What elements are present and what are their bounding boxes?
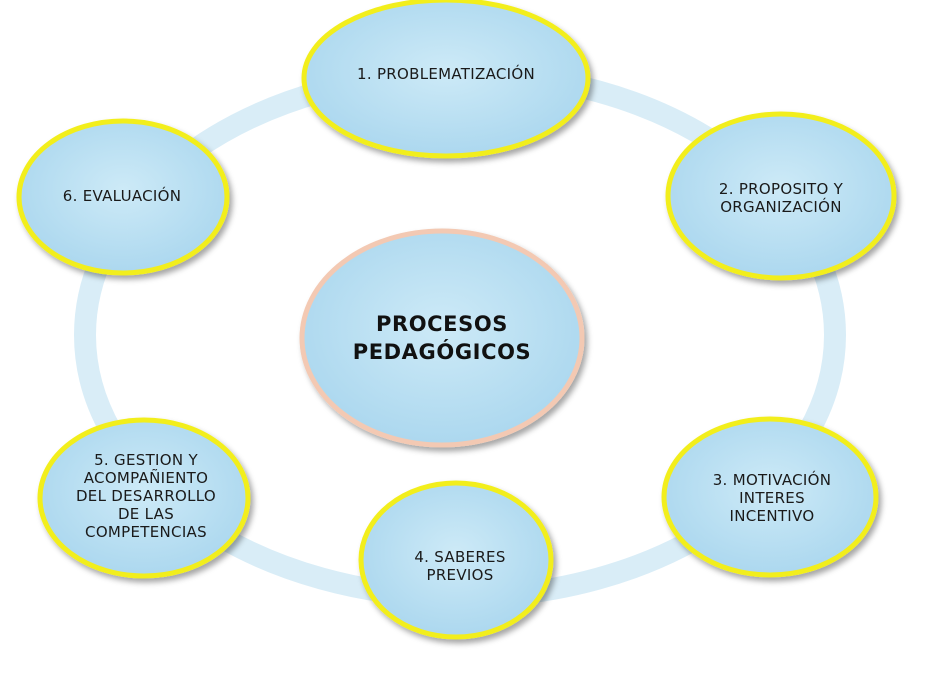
center-title: PROCESOS PEDAGÓGICOS	[352, 312, 532, 364]
node-label-problematizacion: 1. PROBLEMATIZACIÓN	[356, 65, 535, 83]
center-circle	[299, 228, 585, 448]
node-circle-saberes	[358, 480, 554, 640]
node-label-motivacion: 3. MOTIVACIÓN INTERES INCENTIVO	[712, 471, 832, 525]
node-label-evaluacion: 6. EVALUACIÓN	[62, 187, 182, 205]
node-circle-gestion	[37, 417, 251, 579]
node-circle-proposito	[665, 111, 897, 281]
node-circle-motivacion	[661, 416, 879, 578]
node-circle-problematizacion	[301, 0, 591, 159]
node-label-gestion: 5. GESTION Y ACOMPAÑIENTO DEL DESARROLLO…	[75, 451, 217, 541]
node-circle-evaluacion	[16, 118, 230, 276]
node-label-proposito: 2. PROPOSITO Y ORGANIZACIÓN	[718, 180, 844, 216]
node-label-saberes: 4. SABERES PREVIOS	[414, 548, 506, 584]
